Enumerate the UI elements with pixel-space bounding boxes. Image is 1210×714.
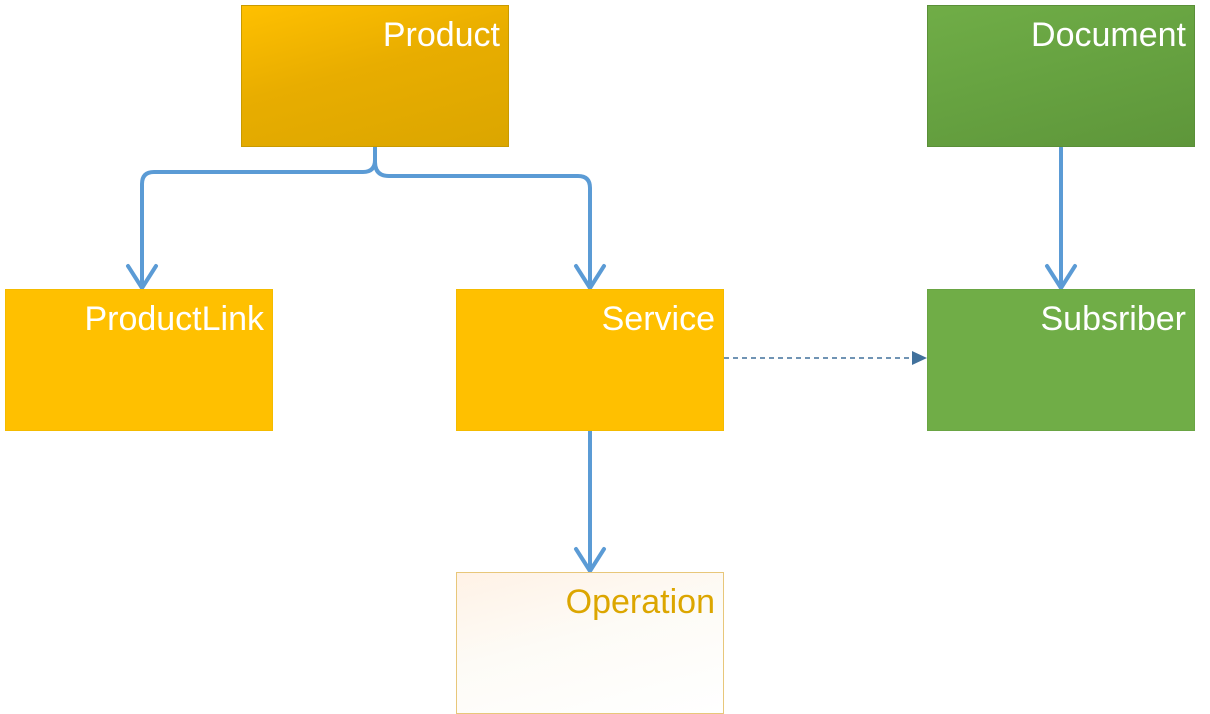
node-document-label: Document — [1031, 16, 1186, 54]
node-product[interactable]: Product — [241, 5, 509, 147]
node-product-label: Product — [382, 16, 500, 54]
node-subscriber[interactable]: Subsriber — [927, 289, 1195, 431]
connector-product-service — [373, 146, 592, 289]
arrowhead-subscriber-dashed — [912, 351, 927, 365]
arrowhead-operation — [574, 547, 606, 573]
node-operation[interactable]: Operation — [456, 572, 724, 714]
arrowhead-service — [574, 264, 606, 290]
arrowhead-productlink — [126, 264, 158, 290]
node-productlink[interactable]: ProductLink — [5, 289, 273, 431]
node-productlink-label: ProductLink — [84, 300, 264, 338]
node-document[interactable]: Document — [927, 5, 1195, 147]
node-subscriber-label: Subsriber — [1040, 300, 1186, 338]
connector-product-productlink — [140, 146, 377, 289]
arrowhead-subscriber — [1045, 264, 1077, 290]
node-service[interactable]: Service — [456, 289, 724, 431]
node-service-label: Service — [601, 300, 715, 338]
node-operation-label: Operation — [565, 583, 715, 621]
